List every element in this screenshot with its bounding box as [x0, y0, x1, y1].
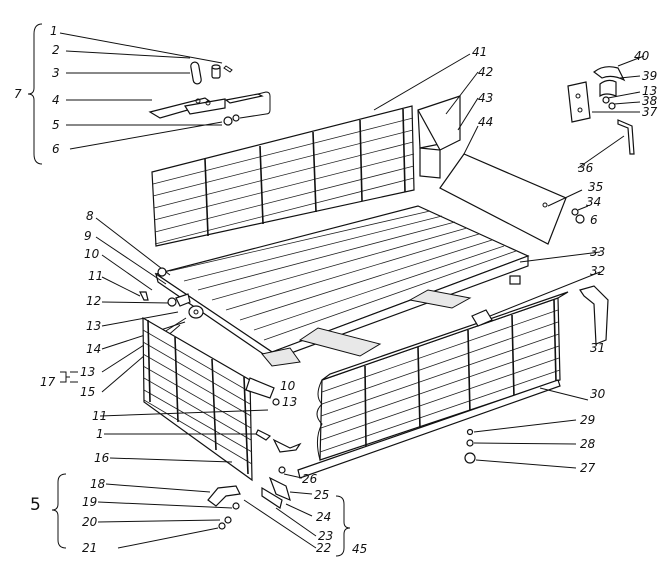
label-27: 27: [580, 461, 596, 475]
label-44: 44: [478, 115, 493, 129]
tailgate-panel: [439, 125, 589, 245]
label-17: 17: [40, 375, 56, 389]
block-32: [471, 271, 601, 327]
label-11: 11: [88, 269, 103, 283]
label-18: 18: [90, 477, 106, 491]
label-14: 14: [86, 342, 101, 356]
label-13b: 13: [80, 365, 95, 379]
small-parts-top-left: [59, 32, 271, 150]
label-11b: 11: [92, 409, 107, 423]
label-15: 15: [80, 385, 95, 399]
label-26: 26: [302, 472, 318, 486]
label-33: 33: [590, 245, 605, 259]
label-38: 38: [642, 94, 658, 108]
bottom-hardware: [243, 466, 351, 557]
label-41: 41: [472, 45, 487, 59]
label-40: 40: [634, 49, 650, 63]
label-39: 39: [642, 69, 657, 83]
label-36: 36: [578, 161, 594, 175]
label-19: 19: [82, 495, 97, 509]
label-24: 24: [316, 510, 331, 524]
label-30: 30: [590, 387, 606, 401]
right-hardware: [464, 419, 577, 469]
label-45: 45: [352, 542, 367, 556]
label-8: 8: [86, 209, 94, 223]
front-side-panel: [151, 53, 471, 247]
label-2: 2: [52, 43, 60, 57]
group-5-parts: [51, 473, 241, 549]
bracket-31: [579, 285, 609, 345]
label-6b: 6: [590, 213, 598, 227]
label-34: 34: [586, 195, 601, 209]
label-13: 13: [86, 319, 101, 333]
label-12: 12: [86, 294, 101, 308]
label-7: 7: [14, 87, 22, 101]
label-21: 21: [82, 541, 97, 555]
label-37: 37: [642, 105, 658, 119]
top-right-hardware: [567, 55, 645, 169]
label-10: 10: [84, 247, 100, 261]
toolbox: [417, 71, 479, 179]
label-13c: 13: [282, 395, 297, 409]
label-5: 5: [52, 118, 60, 132]
label-5-group: 5: [30, 495, 41, 515]
label-20: 20: [82, 515, 98, 529]
label-13d: 13: [642, 84, 657, 98]
label-35: 35: [588, 180, 603, 194]
group-7-bracket: [27, 23, 43, 165]
labels: 1 2 3 4 5 6 7 8 9 10 11 12 13 14 13 15 1…: [14, 24, 658, 556]
label-6: 6: [52, 142, 60, 156]
label-32: 32: [590, 264, 605, 278]
label-25: 25: [314, 488, 329, 502]
label-1: 1: [50, 24, 58, 38]
label-43: 43: [478, 91, 493, 105]
label-1b: 1: [96, 427, 104, 441]
label-28: 28: [580, 437, 596, 451]
label-42: 42: [478, 65, 493, 79]
label-23: 23: [318, 529, 333, 543]
left-panel-hinge: [99, 377, 302, 453]
label-10b: 10: [280, 379, 296, 393]
label-29: 29: [580, 413, 595, 427]
label-9: 9: [84, 229, 92, 243]
label-3: 3: [52, 66, 60, 80]
label-16: 16: [94, 451, 110, 465]
right-side-panel: [297, 291, 589, 479]
label-4: 4: [52, 93, 60, 107]
label-22: 22: [316, 541, 331, 555]
left-side-panel: [109, 316, 253, 482]
label-31: 31: [590, 341, 605, 355]
